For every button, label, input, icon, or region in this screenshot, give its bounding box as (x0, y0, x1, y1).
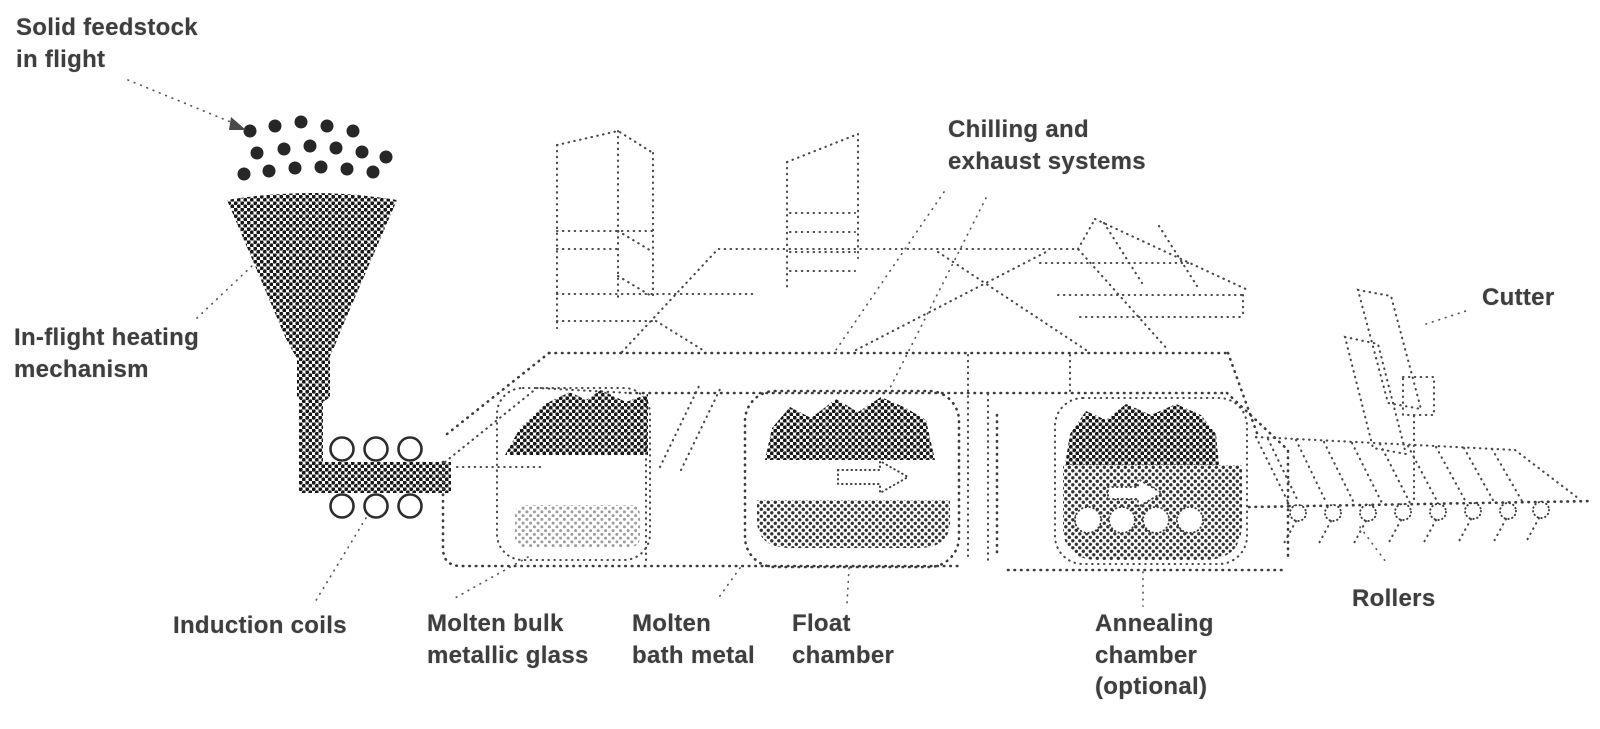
label-molten-bath: Molten bath metal (632, 610, 756, 669)
float-chamber (743, 353, 990, 569)
label-rollers: Rollers (1352, 585, 1436, 612)
label-chilling: Chilling and exhaust systems (948, 116, 1146, 175)
leader-arrowhead-icon (229, 117, 246, 130)
label-float-chamber: Float chamber (792, 610, 895, 669)
annealing-chamber (995, 391, 1290, 572)
flow-arrow-icon (1107, 477, 1164, 509)
melt-stream (299, 400, 451, 493)
lid-right-slant (1226, 351, 1260, 438)
induction-coils-icon (329, 436, 423, 519)
exhaust-hood-icon (620, 247, 1170, 393)
label-annealing: Annealing chamber (optional) (1095, 610, 1214, 701)
cutter-icon (1343, 288, 1436, 502)
label-in-flight-heating: In-flight heating mechanism (14, 324, 200, 383)
feedstock-funnel-icon (227, 193, 397, 404)
label-solid-feedstock: Solid feedstock in flight (16, 14, 198, 73)
flow-arrow-icon (837, 459, 911, 495)
annealing-rollers-icon (1074, 506, 1204, 534)
ribbon-rollers-icon (1281, 501, 1550, 547)
exhaust-stack-left-icon (555, 129, 759, 354)
label-cutter: Cutter (1482, 284, 1555, 311)
feedstock-particles-icon (237, 115, 393, 181)
label-induction-coils: Induction coils (173, 612, 347, 639)
glass-ribbon (1247, 435, 1594, 509)
chilling-vent-icon (1038, 217, 1252, 319)
exhaust-stack-middle-icon (785, 132, 860, 292)
melting-chamber (441, 351, 1230, 568)
leader-lines (127, 79, 1470, 607)
label-molten-bulk: Molten bulk metallic glass (427, 610, 589, 669)
